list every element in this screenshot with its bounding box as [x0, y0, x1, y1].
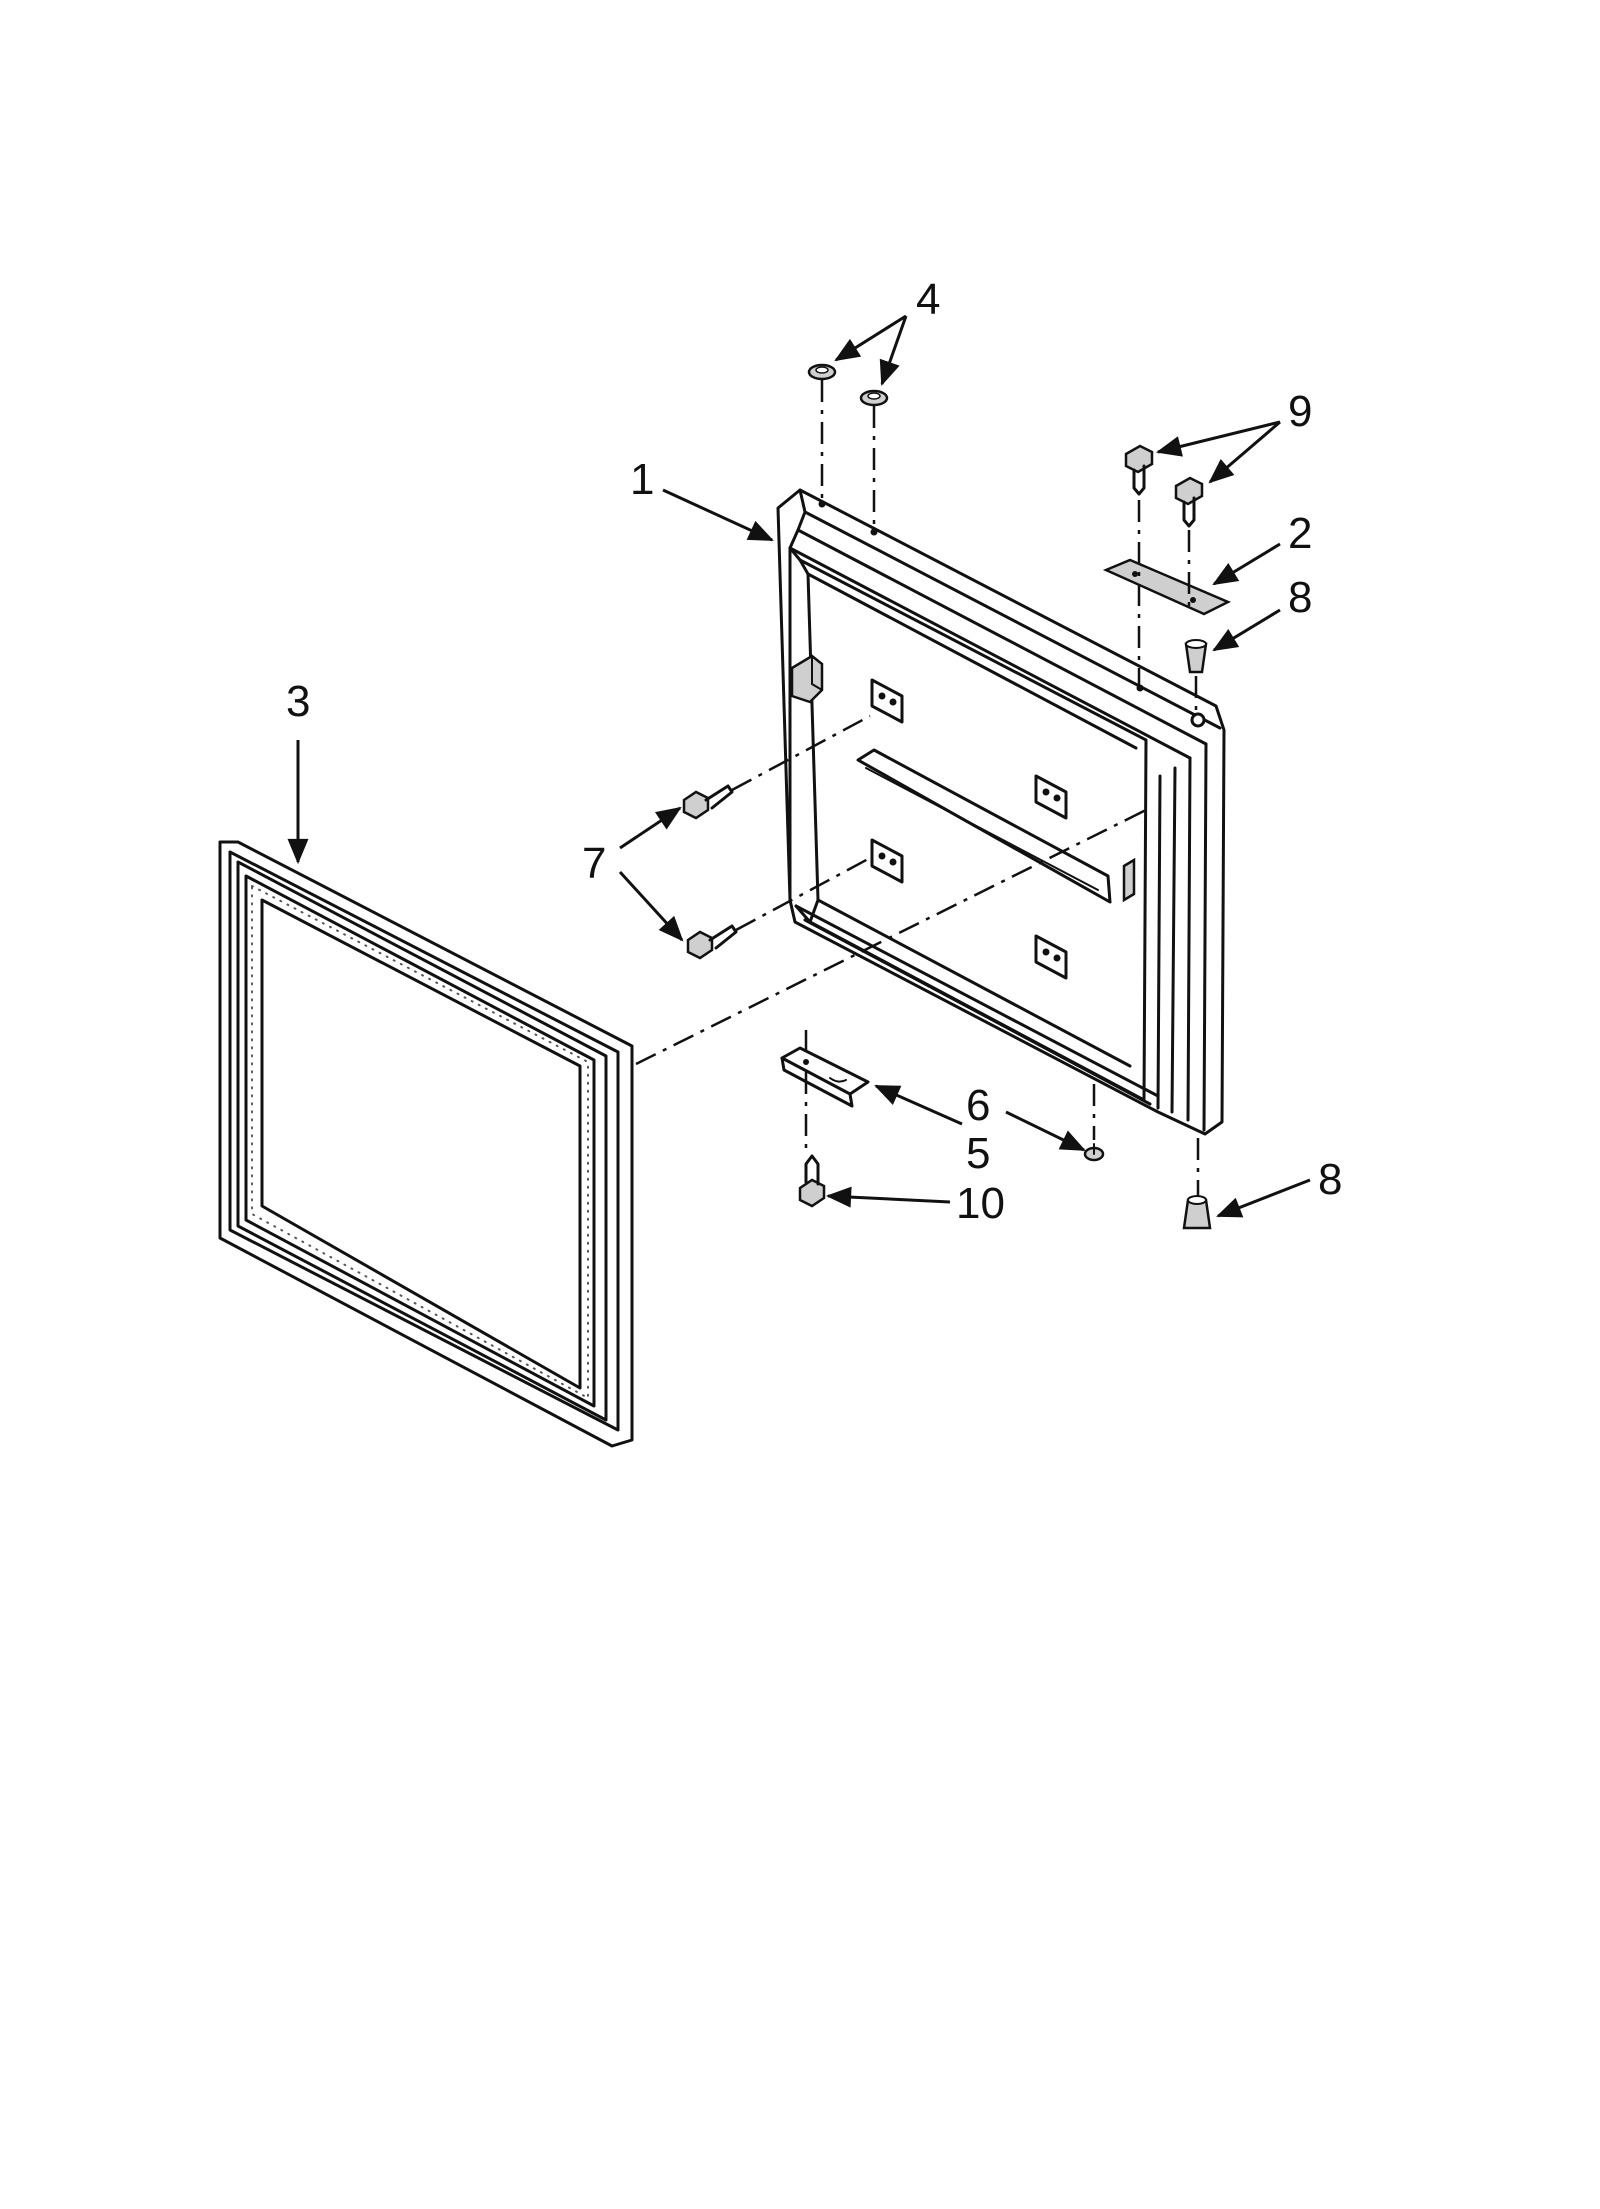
callout-5: 5	[966, 1129, 990, 1178]
callout-8-top: 8	[1288, 573, 1312, 622]
bushing-part	[1184, 639, 1208, 674]
callout-1: 1	[630, 455, 654, 504]
mounting-plate	[1034, 774, 1068, 820]
screw-part	[798, 1154, 826, 1208]
screw-part	[682, 784, 734, 820]
screw-part	[686, 924, 738, 960]
door-stop-bracket-part	[780, 1046, 870, 1108]
callout-8-bottom: 8	[1318, 1155, 1342, 1204]
bushing-part	[1182, 1195, 1212, 1230]
callout-9: 9	[1288, 387, 1312, 436]
assembly-lines	[635, 380, 1200, 1196]
callout-4: 4	[916, 275, 940, 324]
callout-6: 6	[966, 1081, 990, 1130]
mounting-plate	[870, 678, 904, 724]
callout-3: 3	[286, 677, 310, 726]
hinge-plate-part	[1102, 558, 1231, 616]
stud-part	[1083, 1143, 1105, 1162]
mounting-plate	[870, 838, 904, 884]
callout-7: 7	[582, 839, 606, 888]
callout-2: 2	[1288, 509, 1312, 558]
hole-plug-part	[859, 389, 889, 407]
hinge-screw-part	[1124, 444, 1154, 496]
hole-plug-part	[807, 363, 837, 381]
door-gasket-part	[218, 840, 634, 1448]
callout-leaders	[287, 314, 1311, 1218]
mounting-plate	[1034, 934, 1068, 980]
freezer-door-part	[776, 488, 1226, 1136]
callout-10: 10	[956, 1179, 1005, 1228]
hinge-screw-part	[1174, 476, 1204, 528]
